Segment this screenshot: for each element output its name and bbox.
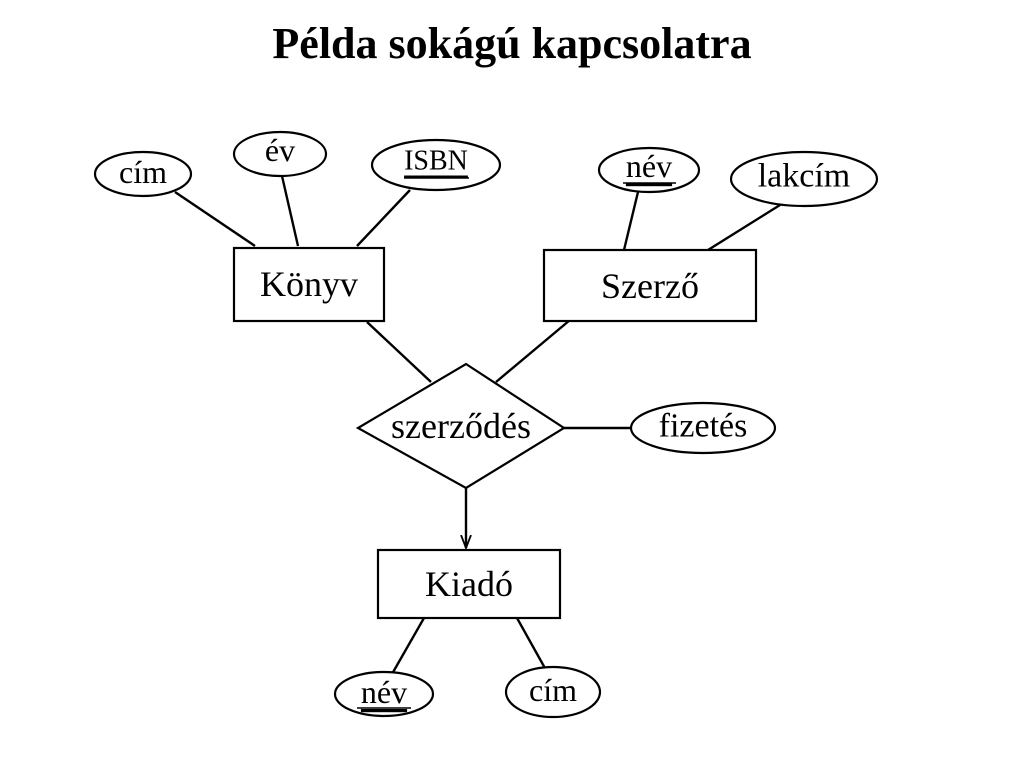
attribute-szerzo-nev-label: név: [626, 148, 672, 184]
edge-konyv-cim: [174, 191, 256, 247]
attribute-szerzo-nev: név: [597, 146, 701, 194]
attribute-szerzo-lakcim: lakcím: [729, 150, 879, 208]
edge-kiado-cim: [515, 617, 548, 671]
entity-konyv-label: Könyv: [260, 264, 358, 304]
attribute-konyv-cim: cím: [93, 150, 193, 198]
edge-konyv-isbn: [356, 189, 411, 247]
attribute-szerzodes-fizetes: fizetés: [629, 401, 777, 455]
edge-kiado-nev: [390, 617, 426, 675]
relationship-szerzodes-label: szerződés: [391, 406, 531, 446]
attribute-szerzodes-fizetes-label: fizetés: [659, 408, 748, 445]
entity-szerzo-label: Szerző: [601, 266, 699, 306]
attribute-kiado-cim-label: cím: [529, 672, 577, 708]
edge-konyv-ev: [280, 175, 300, 247]
attribute-konyv-ev-label: év: [265, 132, 295, 168]
edge-konyv-szerzodes: [366, 321, 432, 383]
edge-szerzo-szerzodes: [495, 319, 571, 383]
attribute-kiado-nev: név: [333, 670, 435, 718]
edge-szerzo-lakcim: [707, 203, 781, 252]
attribute-kiado-nev-label: név: [361, 674, 407, 710]
attribute-szerzo-lakcim-label: lakcím: [758, 158, 851, 195]
entity-szerzo: Szerző: [542, 248, 758, 323]
attribute-kiado-cim: cím: [504, 665, 602, 719]
attribute-konyv-isbn-label: ISBN: [404, 146, 468, 177]
attribute-konyv-cim-label: cím: [119, 154, 167, 190]
attribute-konyv-ev: év: [232, 130, 328, 178]
entity-kiado-label: Kiadó: [425, 564, 513, 604]
slide-title: Példa sokágú kapcsolatra: [272, 19, 752, 68]
entity-konyv: Könyv: [232, 246, 386, 323]
entity-kiado: Kiadó: [376, 548, 562, 620]
attribute-konyv-isbn: ISBN: [370, 138, 502, 192]
relationship-szerzodes: szerződés: [355, 362, 567, 490]
edge-szerzo-nev: [622, 191, 640, 251]
